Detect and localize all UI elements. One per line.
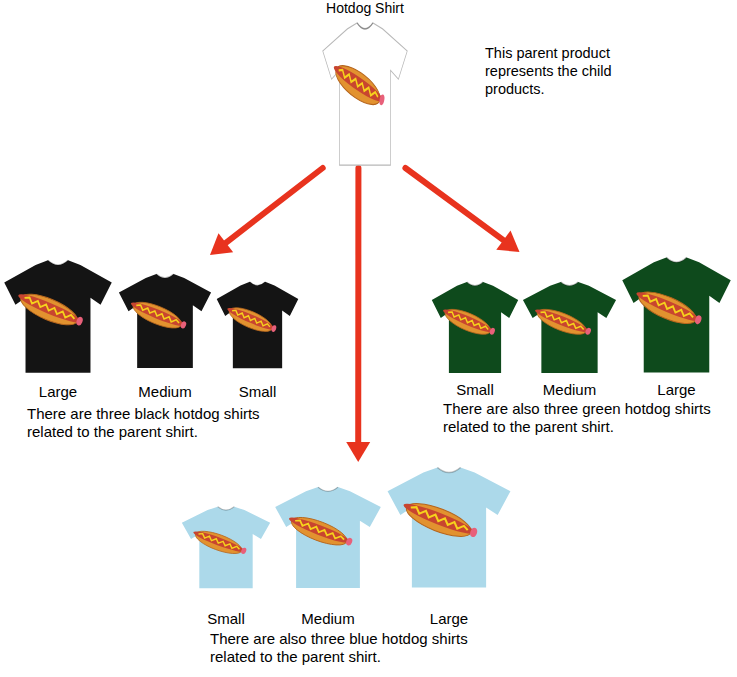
red-arrow [210,168,323,255]
tshirt-picture [117,272,213,370]
arrow-shaft [226,168,323,243]
note-text: This parent product represents the child… [485,44,637,98]
child-product: Medium [521,280,618,399]
red-arrow [346,168,370,462]
size-label: Large [657,381,695,399]
size-label: Large [39,383,77,401]
size-label: Small [456,381,494,399]
child-product: Large [385,465,513,628]
tshirt-picture [430,280,520,375]
arrow-head [210,233,233,255]
tshirt-picture [273,485,383,590]
tshirt-picture [385,465,513,590]
shirt-group: There are also three green hotdog shirts… [428,252,733,445]
size-label: Large [430,610,468,628]
child-product: Small [215,280,300,401]
child-product: Small [430,280,520,399]
child-product: Small [180,505,272,628]
size-label: Medium [543,381,596,399]
size-label: Small [207,610,245,628]
arrow-shaft [405,168,503,240]
tshirt-picture [215,280,300,370]
child-product: Large [2,258,114,401]
red-arrow [405,168,519,252]
arrow-head [496,230,519,252]
child-product: Large [620,255,733,399]
shirt-group: There are also three blue hotdog shirts … [178,462,518,672]
size-label: Small [239,383,277,401]
tshirt-picture [321,20,409,168]
shirt-group: There are three black hotdog shirts rela… [0,255,300,445]
size-label: Medium [138,383,191,401]
size-label: Medium [301,610,354,628]
tshirt-picture [521,280,618,375]
group-caption: There are three black hotdog shirts rela… [27,405,297,441]
tshirt-picture [2,258,114,375]
parent-product: Hotdog Shirt [318,0,412,168]
arrow-shaft [355,168,361,442]
tshirt-picture [620,255,733,375]
group-caption: There are also three blue hotdog shirts … [210,630,480,666]
arrow-head [346,442,370,462]
child-product: Medium [117,272,213,401]
tshirt-picture [180,505,272,590]
product-title: Hotdog Shirt [326,0,404,17]
group-caption: There are also three green hotdog shirts… [443,400,723,436]
child-product: Medium [273,485,383,628]
